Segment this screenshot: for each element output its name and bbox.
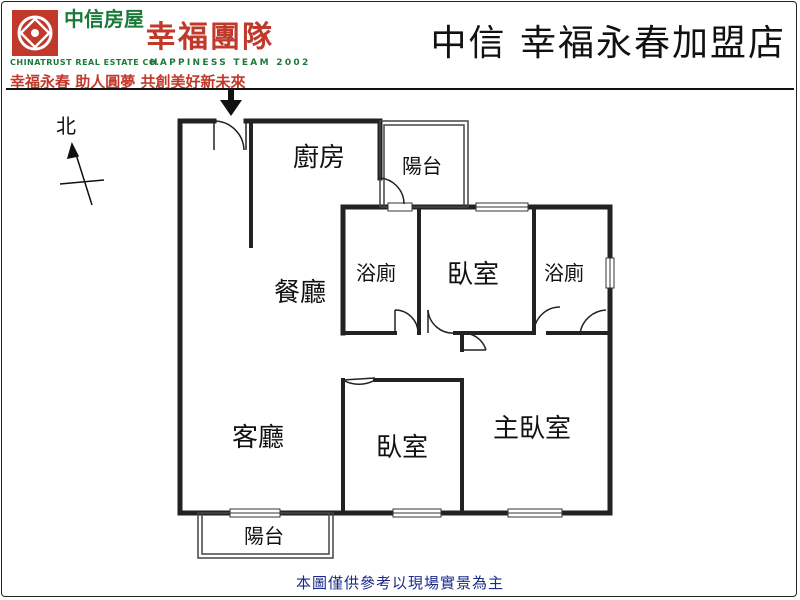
- brand-name-cn: 中信房屋: [64, 7, 144, 31]
- footer-note: 本圖僅供參考以現場實景為主: [295, 574, 504, 592]
- room-master-bedroom-label: 主臥室: [493, 414, 571, 444]
- compass-north-label: 北: [56, 114, 76, 138]
- interior-walls: [249, 119, 612, 515]
- header-divider: [6, 88, 794, 90]
- windows: [229, 202, 615, 518]
- team-name-en: HAPPINESS TEAM 2002: [150, 58, 311, 68]
- brand-logo: 中信房屋 幸福團隊 CHINATRUST REAL ESTATE CO. HAP…: [8, 6, 311, 91]
- room-kitchen-label: 廚房: [293, 143, 345, 173]
- brand-logo-icon: [12, 10, 58, 56]
- room-balcony-top-label: 陽台: [402, 154, 442, 178]
- room-living-label: 客廳: [232, 423, 284, 453]
- room-balcony-bottom-label: 陽台: [244, 524, 284, 548]
- room-bedroom-bottom-label: 臥室: [376, 433, 428, 463]
- compass-arrow-icon: [59, 141, 105, 206]
- room-bath-left-label: 浴廁: [356, 261, 396, 285]
- room-dining-label: 餐廳: [274, 278, 326, 308]
- entrance-arrow-icon: [220, 88, 242, 116]
- slogan: 幸福永春 助人圓夢 共創美好新未來: [10, 73, 246, 91]
- store-name: 中信 幸福永春加盟店: [430, 23, 786, 64]
- room-bedroom-mid-label: 臥室: [447, 260, 499, 290]
- room-bath-right-label: 浴廁: [544, 261, 584, 285]
- brand-name-en: CHINATRUST REAL ESTATE CO.: [10, 58, 160, 67]
- balcony-walls: [197, 120, 469, 559]
- doors: [213, 120, 607, 386]
- team-name-cn: 幸福團隊: [146, 20, 274, 55]
